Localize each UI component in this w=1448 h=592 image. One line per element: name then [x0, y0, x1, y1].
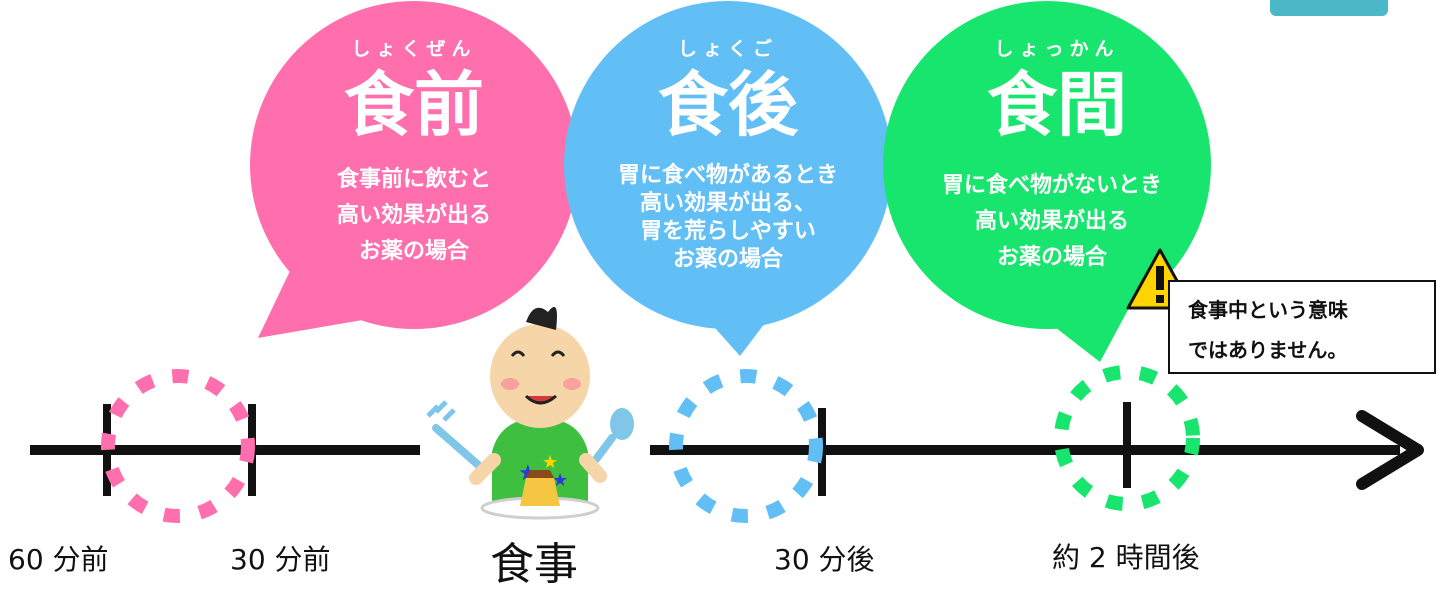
after-meal-ruby: しょくご — [677, 38, 778, 60]
between-meals-bubble — [883, 1, 1211, 362]
before-meal-window — [101, 369, 255, 523]
between-meals-ruby: しょっかん — [994, 38, 1120, 60]
between-meals-line-3: お薬の場合 — [996, 245, 1107, 270]
after-meal-bubble — [564, 1, 892, 356]
label-2h-after: 約 2 時間後 — [1052, 541, 1200, 574]
after-meal-line-4: お薬の場合 — [672, 247, 783, 272]
child-eating-illustration: ★ ★ ★ — [426, 306, 634, 520]
label-30-before: 30 分前 — [230, 543, 331, 576]
before-meal-line-3: お薬の場合 — [358, 239, 469, 264]
between-meals-description: 胃に食べ物がないとき 高い効果が出る お薬の場合 — [892, 168, 1212, 276]
between-meals-window — [1054, 365, 1200, 511]
before-meal-line-2: 高い効果が出る — [336, 203, 491, 228]
label-30-after: 30 分後 — [774, 543, 875, 576]
before-meal-description: 食事前に飲むと 高い効果が出る お薬の場合 — [294, 162, 534, 270]
before-meal-title: 食前 — [344, 64, 484, 146]
warning-note-line-2: ではありません。 — [1188, 338, 1348, 362]
before-meal-bubble — [250, 1, 578, 338]
timeline — [30, 402, 1424, 496]
after-meal-line-2: 高い効果が出る、 — [639, 191, 816, 216]
warning-note: 食事中という意味 ではありません。 — [1168, 280, 1436, 374]
svg-text:★: ★ — [542, 452, 558, 473]
after-meal-description: 胃に食べ物があるとき 高い効果が出る、 胃を荒らしやすい お薬の場合 — [568, 162, 888, 274]
after-meal-line-3: 胃を荒らしやすい — [640, 219, 816, 244]
label-60-before: 60 分前 — [8, 543, 109, 576]
after-meal-window — [669, 369, 823, 523]
corner-decoration — [1270, 0, 1388, 16]
arrow-right-icon — [1356, 410, 1424, 490]
svg-text:★: ★ — [552, 470, 568, 491]
before-meal-line-1: 食事前に飲むと — [336, 167, 491, 192]
label-meal: 食事 — [490, 539, 578, 590]
between-meals-title: 食間 — [987, 64, 1127, 146]
after-meal-title: 食後 — [658, 64, 798, 146]
between-meals-line-2: 高い効果が出る — [974, 209, 1129, 234]
before-meal-ruby: しょくぜん — [351, 38, 477, 60]
between-meals-line-1: 胃に食べ物がないとき — [941, 173, 1162, 198]
warning-note-line-1: 食事中という意味 — [1188, 298, 1348, 322]
after-meal-line-1: 胃に食べ物があるとき — [617, 163, 838, 188]
